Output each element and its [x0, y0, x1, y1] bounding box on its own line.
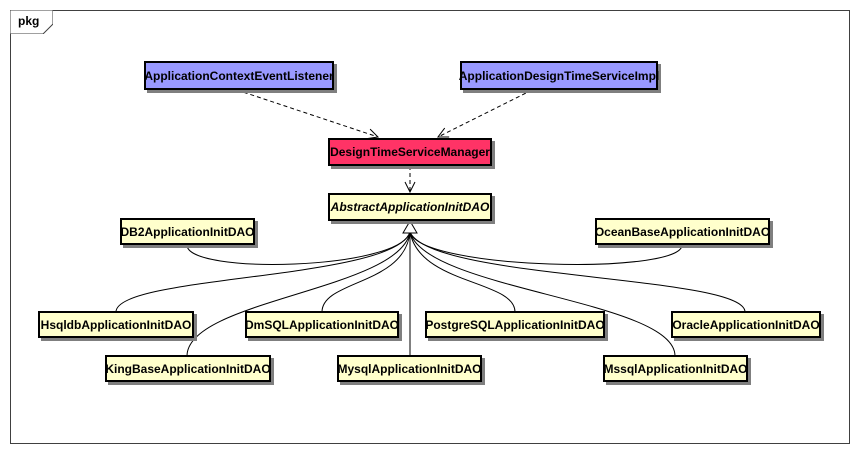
generalization-kingbase [186, 231, 411, 357]
package-label: pkg [18, 14, 40, 28]
node-oceanbase-application-init-dao[interactable]: OceanBaseApplicationInitDAO [595, 218, 770, 245]
node-application-context-event-listener[interactable]: ApplicationContextEventListener [144, 61, 334, 90]
generalization-oracle [409, 231, 746, 313]
node-postgresql-application-init-dao[interactable]: PostgreSQLApplicationInitDAO [425, 311, 605, 338]
node-design-time-service-manager[interactable]: DesignTimeServiceManager [328, 138, 492, 166]
package-frame [10, 10, 850, 444]
dependency-listener-to-manager [236, 89, 378, 137]
node-mssql-application-init-dao[interactable]: MssqlApplicationInitDAO [603, 355, 748, 382]
node-application-design-time-service-impl[interactable]: ApplicationDesignTimeServiceImpl [459, 61, 659, 90]
node-hsqldb-application-init-dao[interactable]: HsqldbApplicationInitDAO [38, 311, 194, 338]
generalization-db2 [186, 231, 411, 265]
generalization-postgresql [409, 231, 516, 313]
generalization-mssql [409, 231, 676, 357]
node-mysql-application-init-dao[interactable]: MysqlApplicationInitDAO [337, 355, 482, 382]
node-abstract-application-init-dao[interactable]: AbstractApplicationInitDAO [328, 193, 492, 221]
generalization-triangle [402, 220, 418, 234]
generalization-oceanbase [409, 231, 683, 265]
node-oracle-application-init-dao[interactable]: OracleApplicationInitDAO [671, 311, 821, 338]
node-db2-application-init-dao[interactable]: DB2ApplicationInitDAO [120, 218, 255, 245]
package-frame-tab [10, 10, 53, 34]
generalization-dmsql [321, 231, 411, 313]
generalization-hsqldb [115, 231, 411, 313]
dependency-impl-to-manager [438, 89, 533, 137]
node-kingbase-application-init-dao[interactable]: KingBaseApplicationInitDAO [105, 355, 271, 382]
node-dmsql-application-init-dao[interactable]: DmSQLApplicationInitDAO [245, 311, 399, 338]
